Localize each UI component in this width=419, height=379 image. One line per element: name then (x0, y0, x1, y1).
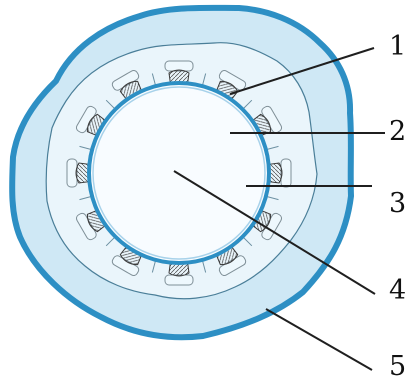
label-2: 2 (389, 116, 406, 147)
leader-line-5 (266, 309, 372, 370)
label-3: 3 (389, 188, 406, 219)
label-1: 1 (389, 31, 406, 62)
label-4: 4 (389, 275, 406, 306)
label-5: 5 (389, 351, 406, 379)
